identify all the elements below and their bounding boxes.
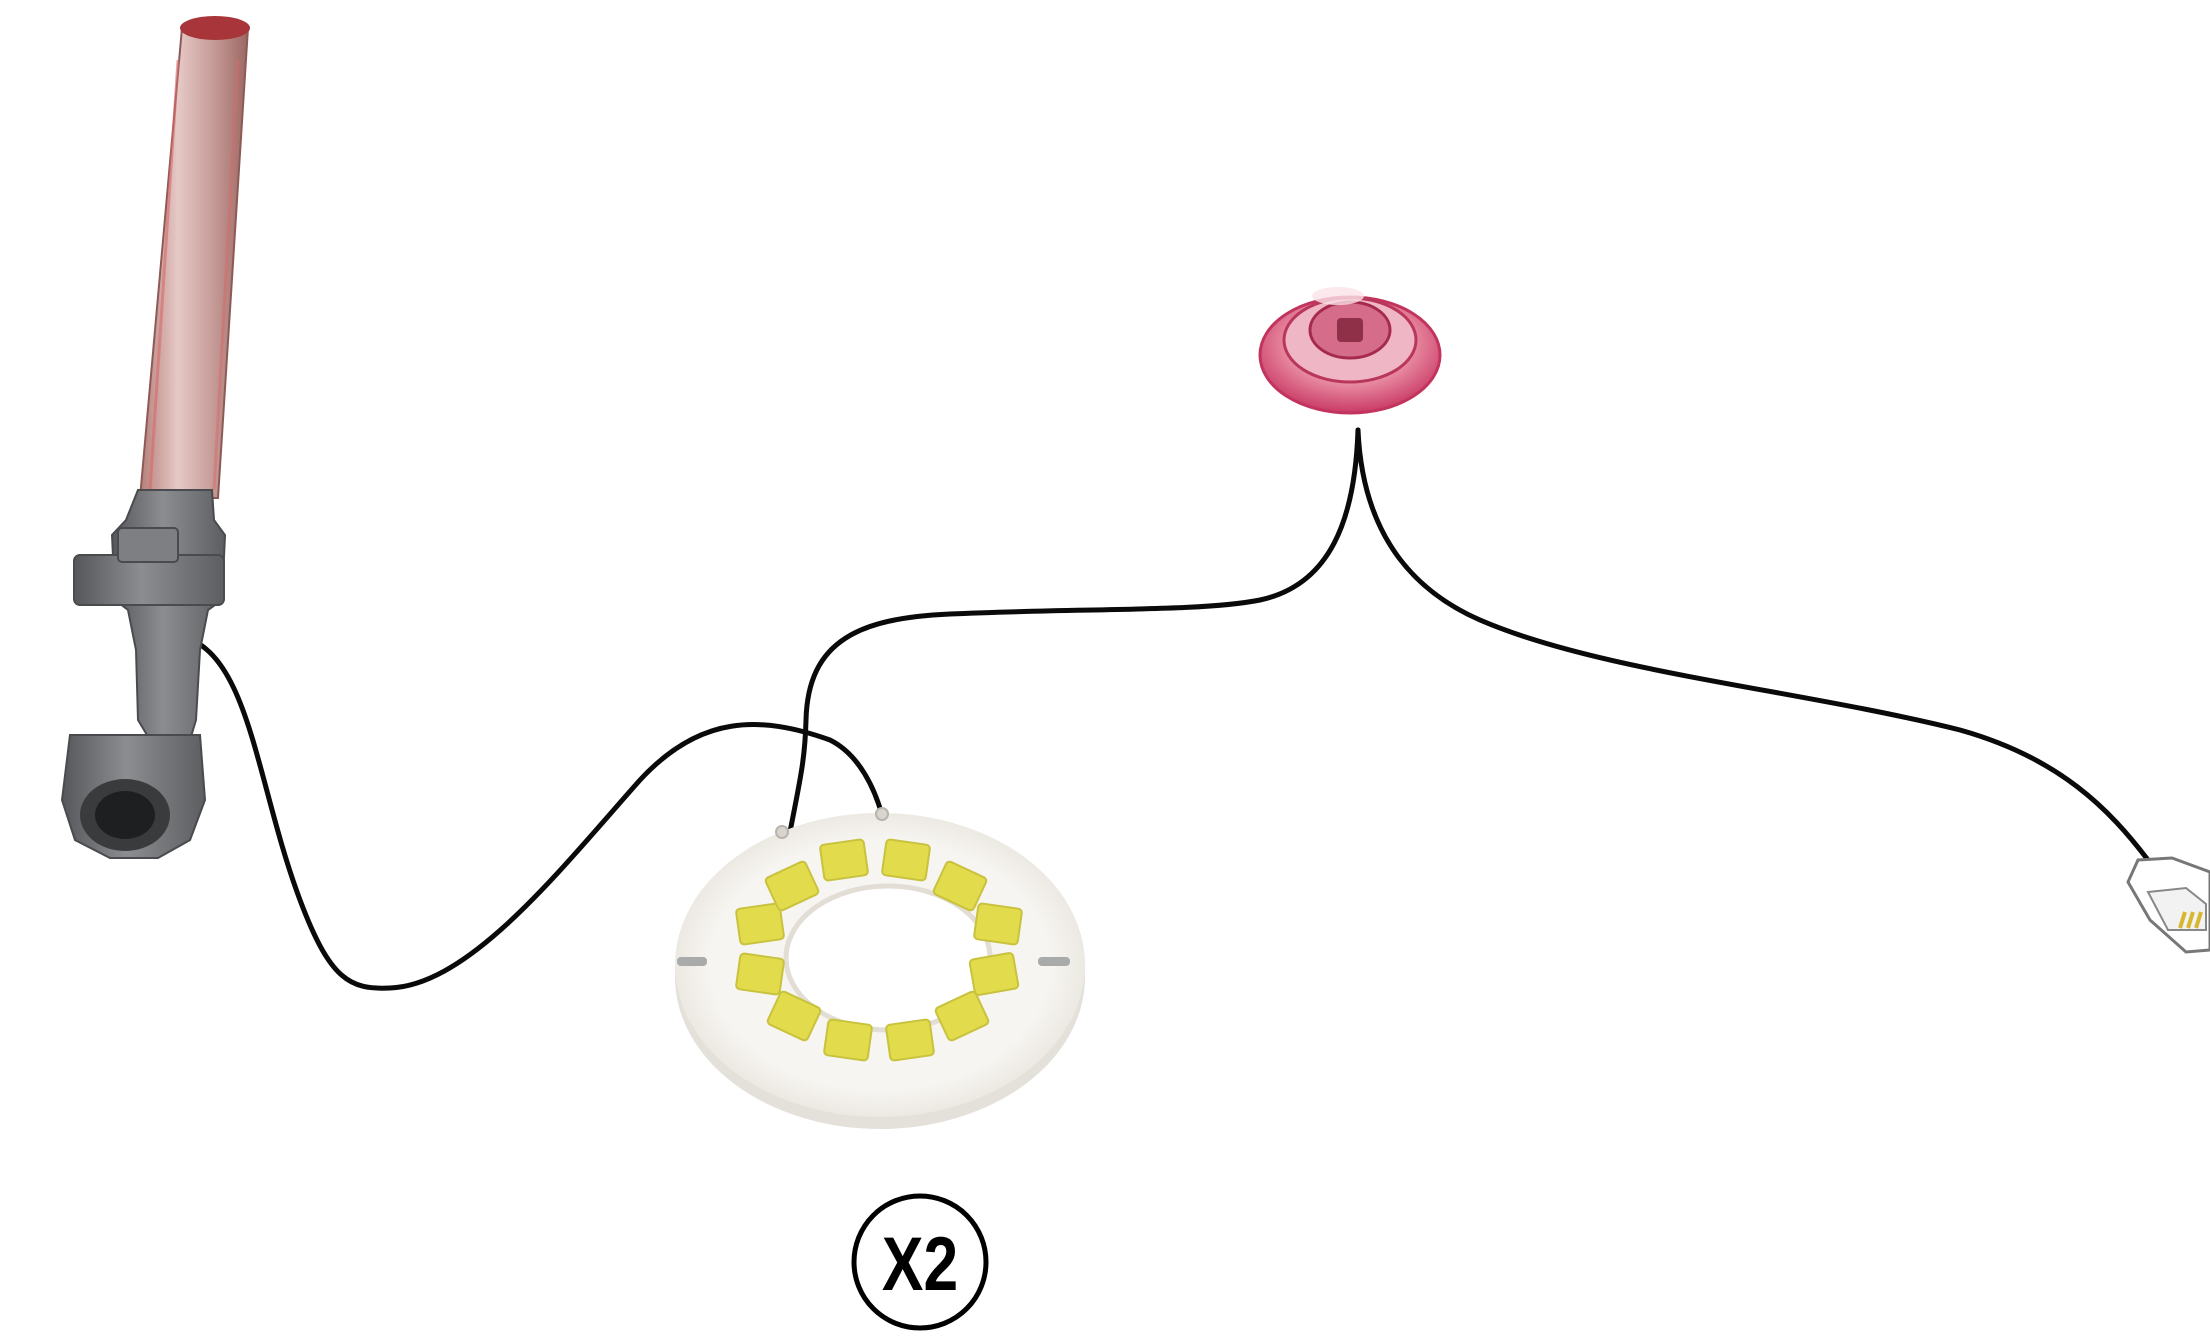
led-board-mark-left xyxy=(677,957,707,966)
led-board-pad xyxy=(776,826,788,838)
led-chip xyxy=(882,839,931,881)
led-chip xyxy=(974,903,1023,945)
led-ring-icon xyxy=(675,808,1085,1129)
led-board-pad xyxy=(876,808,888,820)
connector-plug-icon xyxy=(2128,858,2210,952)
led-chip xyxy=(736,953,785,995)
cable-light-to-connector xyxy=(1358,430,2148,860)
round-light-icon xyxy=(1260,287,1440,414)
cable-board-to-light xyxy=(790,430,1358,832)
quantity-badge-label: X2 xyxy=(882,1221,958,1306)
round-light-center xyxy=(1337,318,1363,342)
cables xyxy=(178,430,2148,988)
lightsaber-blade-tip xyxy=(180,16,250,40)
led-chip xyxy=(824,1019,873,1061)
led-chip xyxy=(736,903,785,945)
led-chip xyxy=(820,839,869,881)
led-chip xyxy=(969,952,1019,995)
led-chip xyxy=(886,1019,935,1061)
lightsaber-blade xyxy=(140,28,248,498)
lightsaber-icon xyxy=(62,16,250,858)
led-board-mark-right xyxy=(1038,957,1070,966)
quantity-badge: X2 xyxy=(854,1196,986,1328)
